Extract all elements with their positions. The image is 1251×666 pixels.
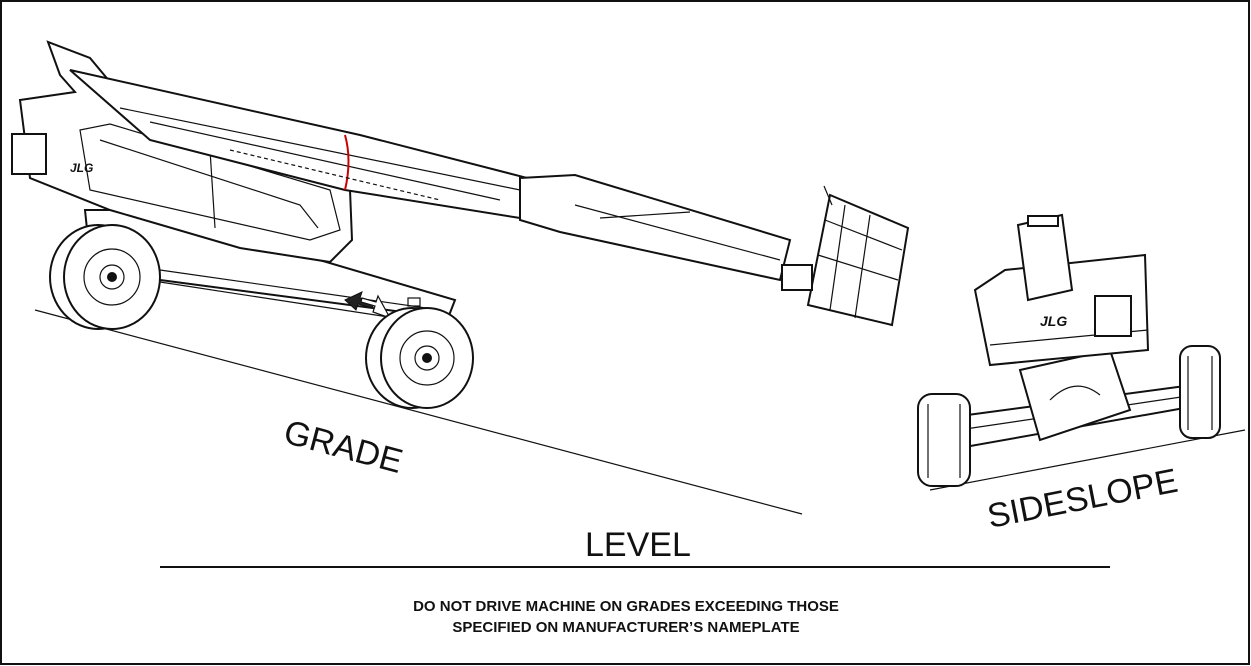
level-label: LEVEL xyxy=(585,526,691,564)
jlg-logo-grade: JLG xyxy=(70,161,93,175)
boom-lift-on-sideslope: JLG xyxy=(917,213,1246,491)
jlg-logo-sideslope: JLG xyxy=(1040,313,1067,329)
sideslope-label: SIDESLOPE xyxy=(984,462,1180,536)
platform-basket xyxy=(781,185,910,327)
warning-line-1: DO NOT DRIVE MACHINE ON GRADES EXCEEDING… xyxy=(413,598,839,615)
boom-lift-on-grade: JLG xyxy=(11,40,910,515)
grade-line xyxy=(34,309,803,515)
sideslope-line xyxy=(929,429,1246,491)
grade-label: GRADE xyxy=(280,413,407,481)
warning-line-2: SPECIFIED ON MANUFACTURER’S NAMEPLATE xyxy=(452,619,799,636)
